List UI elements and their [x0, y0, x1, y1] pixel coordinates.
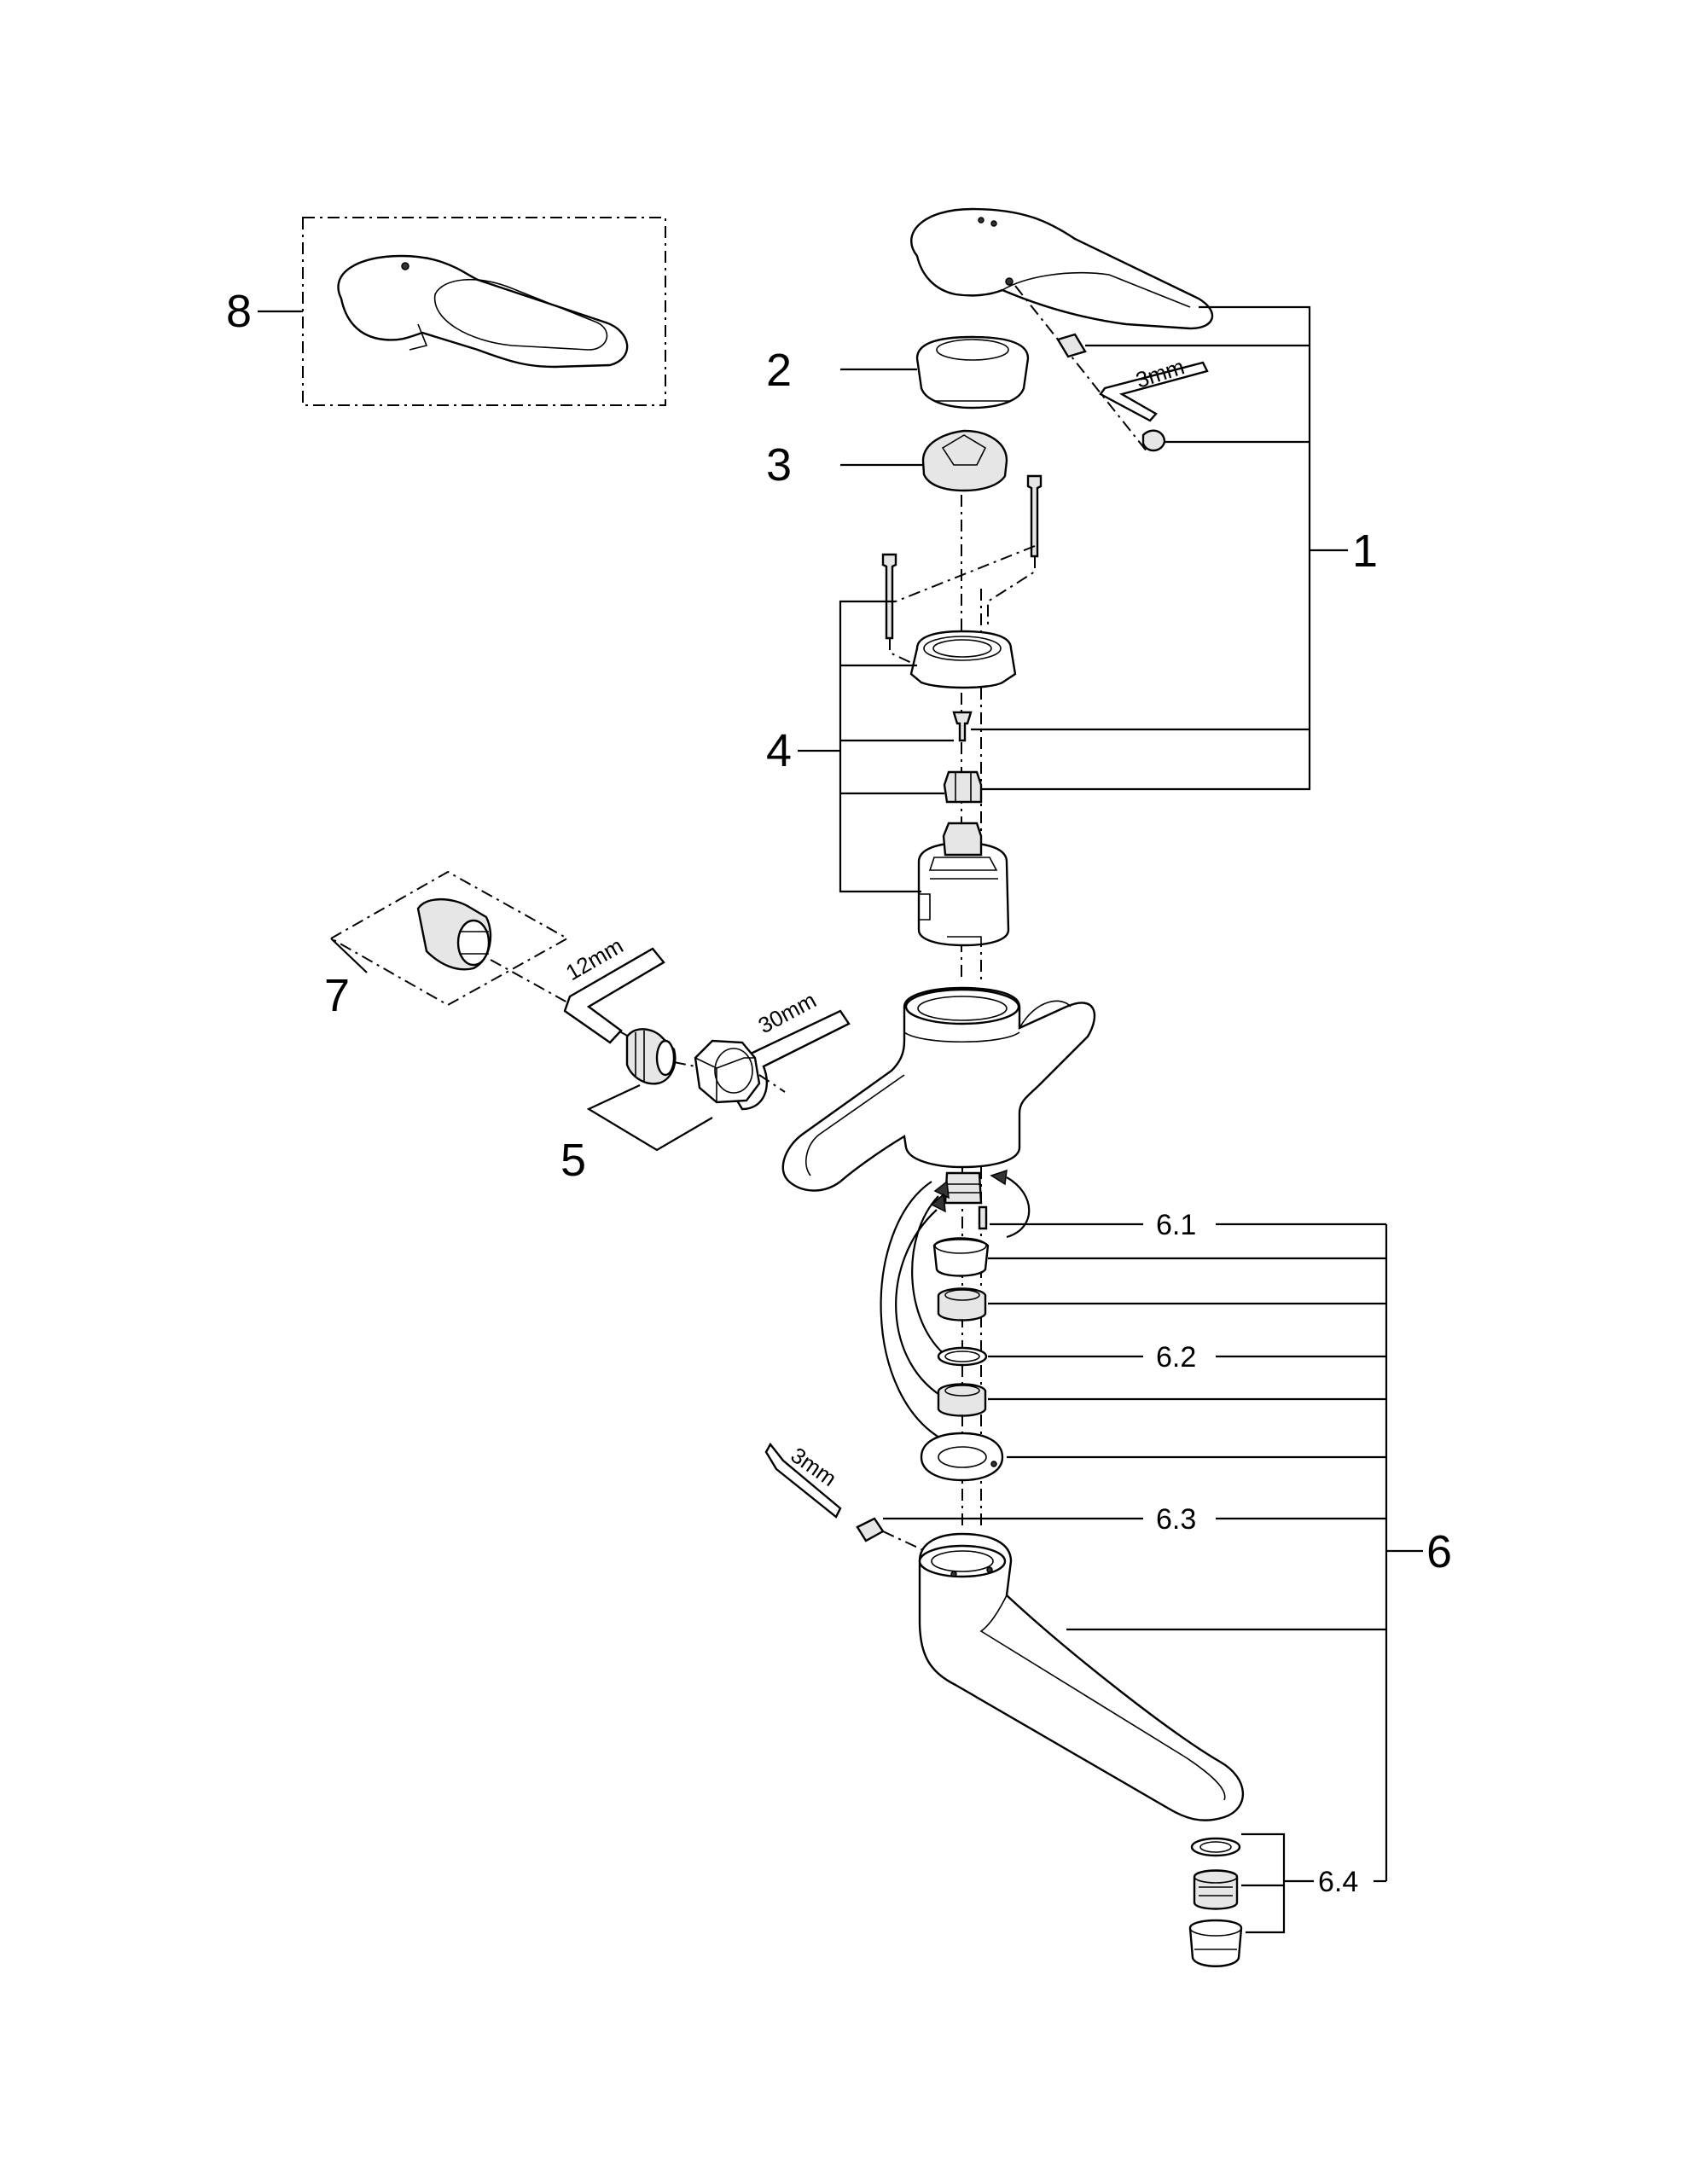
cartridge-icon: [917, 841, 1010, 947]
part-6-group: 3mm 6.1 6.2 6.3: [764, 1169, 1452, 1967]
check-valve-icon: [944, 1171, 983, 1205]
part-2-cap-group: 2: [766, 335, 1030, 410]
stud-bolt-right-icon: [1026, 474, 1043, 558]
sleeve-icon: [932, 1238, 990, 1277]
hex-key-bottom-icon: [764, 1442, 842, 1519]
bushing-icon: [921, 429, 1008, 492]
grub-screw-bottom-icon: [856, 1517, 885, 1542]
part-7-diamond-frame: [328, 870, 570, 1007]
callout-6-3: 6.3: [1156, 1503, 1196, 1536]
callout-6-2: 6.2: [1156, 1341, 1196, 1374]
faucet-body-group: [781, 986, 1096, 1192]
callout-1-bracket: 1: [971, 305, 1378, 791]
part-8-alt-handle-icon: [337, 254, 629, 369]
hex-key-top-icon: [1099, 361, 1209, 422]
plug-icon: [1141, 429, 1166, 452]
ring-nut-bottom-icon: [937, 1383, 987, 1417]
small-screw-icon: [952, 711, 973, 742]
aerator-insert-icon: [1193, 1869, 1239, 1910]
faucet-body-icon: [781, 986, 1096, 1192]
adapter-icon: [943, 770, 983, 804]
grub-screw-top-icon: [1056, 333, 1087, 358]
callout-6-1: 6.1: [1156, 1209, 1196, 1241]
aerator-housing-icon: [1188, 1919, 1243, 1967]
pin-icon: [978, 1205, 988, 1230]
part-1-lever-group: 3mm: [910, 207, 1214, 453]
part-4-cartridge-group: 4: [766, 474, 1043, 947]
callout-7: 7: [324, 970, 350, 1021]
callout-6-4: 6.4: [1318, 1866, 1358, 1898]
lever-handle-icon: [910, 207, 1214, 330]
cap-icon: [915, 335, 1030, 410]
callout-8: 8: [226, 286, 252, 337]
callout-6: 6: [1426, 1526, 1452, 1577]
part-5-connector-group: 5: [560, 1028, 786, 1186]
callout-5: 5: [560, 1135, 586, 1186]
spout-icon: [918, 1532, 1245, 1821]
callout-4: 4: [766, 725, 792, 776]
hex-key-12mm-group: 12mm: [561, 932, 665, 1044]
part-7-adapter-group: 7: [324, 870, 645, 1046]
hex-nut-icon: [694, 1039, 761, 1104]
hex-key-top-size: 3mm: [1133, 353, 1188, 392]
stud-bolt-left-icon: [881, 553, 897, 640]
callout-1: 1: [1352, 526, 1378, 577]
part-3-bushing-group: 3: [766, 429, 1008, 492]
aerator-washer-icon: [1190, 1837, 1241, 1857]
part-8-alt-handle-group: 8: [226, 217, 666, 406]
washer-plate-icon: [920, 1432, 1004, 1482]
hex-key-12mm-icon: [563, 947, 665, 1044]
ring-nut-top-icon: [937, 1287, 987, 1321]
callout-2: 2: [766, 345, 792, 396]
callout-3: 3: [766, 439, 792, 491]
